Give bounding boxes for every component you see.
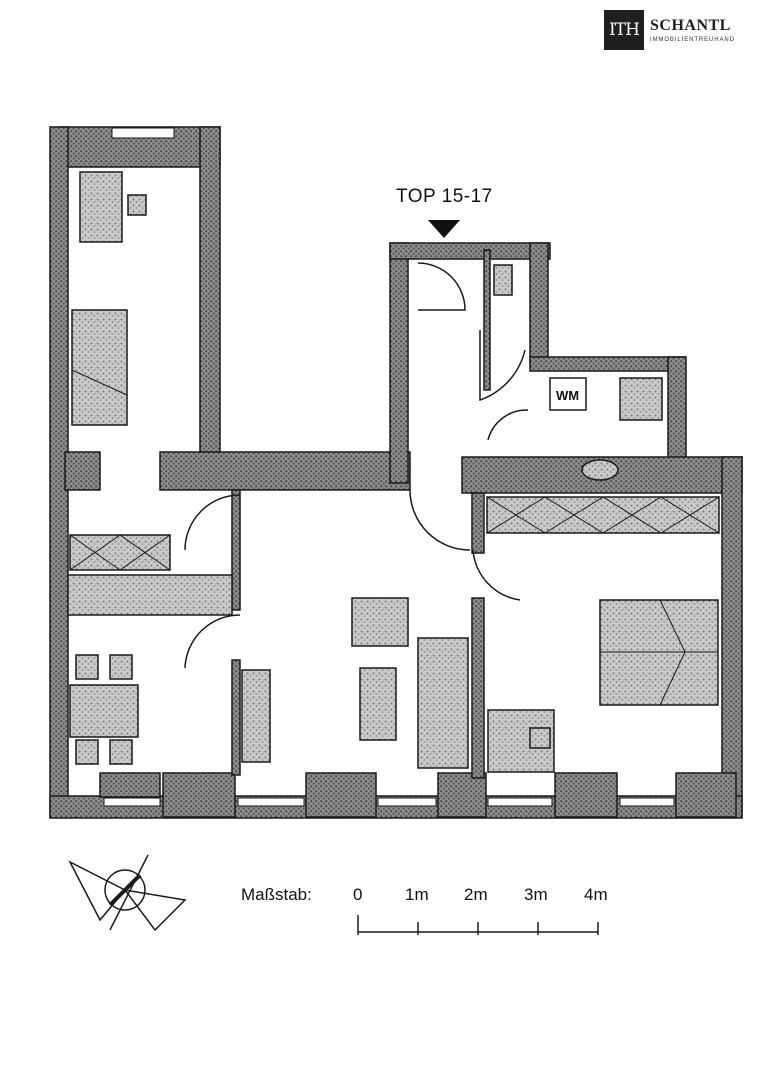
door-swings — [184, 262, 529, 669]
unit-label: TOP 15-17 — [396, 186, 493, 207]
dining-chair — [75, 654, 99, 680]
dining-chair — [109, 739, 133, 765]
dining-chair — [109, 654, 133, 680]
dining-chair — [75, 739, 99, 765]
sofa — [417, 637, 469, 769]
washing-machine — [549, 377, 587, 411]
entrance-arrow-icon — [428, 220, 460, 238]
scale-bar — [357, 915, 599, 935]
scale-tick-label: 1m — [405, 885, 429, 904]
chair-top-left — [127, 194, 147, 216]
sink — [581, 459, 619, 481]
toilet — [493, 264, 513, 296]
scale-tick-label: 3m — [524, 885, 548, 904]
scale-label: Maßstab: — [241, 885, 312, 904]
furniture — [67, 171, 720, 773]
logo-subtitle: IMMOBILIENTREUHAND — [650, 36, 735, 43]
company-logo: ITH SCHANTL IMMOBILIENTREUHAND — [604, 10, 735, 50]
wardrobe-right — [486, 496, 720, 534]
walls — [49, 126, 743, 819]
tv-cabinet — [241, 669, 271, 763]
armchair — [351, 597, 409, 647]
desk-top-left — [79, 171, 123, 243]
kitchen-counter — [67, 574, 233, 616]
chair-right — [529, 727, 551, 749]
scale-tick-label: 0 — [353, 885, 363, 904]
dining-table — [69, 684, 139, 738]
wardrobe-left — [69, 534, 171, 571]
bed-left — [71, 309, 128, 426]
compass-icon — [68, 854, 187, 932]
scale-tick-label: 2m — [464, 885, 488, 904]
wardrobe-hatch — [69, 369, 720, 706]
washing-machine-label: WM — [556, 388, 579, 403]
shower — [619, 377, 663, 421]
logo-mark-icon: ITH — [604, 10, 644, 50]
logo-name: SCHANTL — [650, 16, 731, 34]
windows — [103, 127, 675, 807]
coffee-table — [359, 667, 397, 741]
scale-tick-label: 4m — [584, 885, 608, 904]
